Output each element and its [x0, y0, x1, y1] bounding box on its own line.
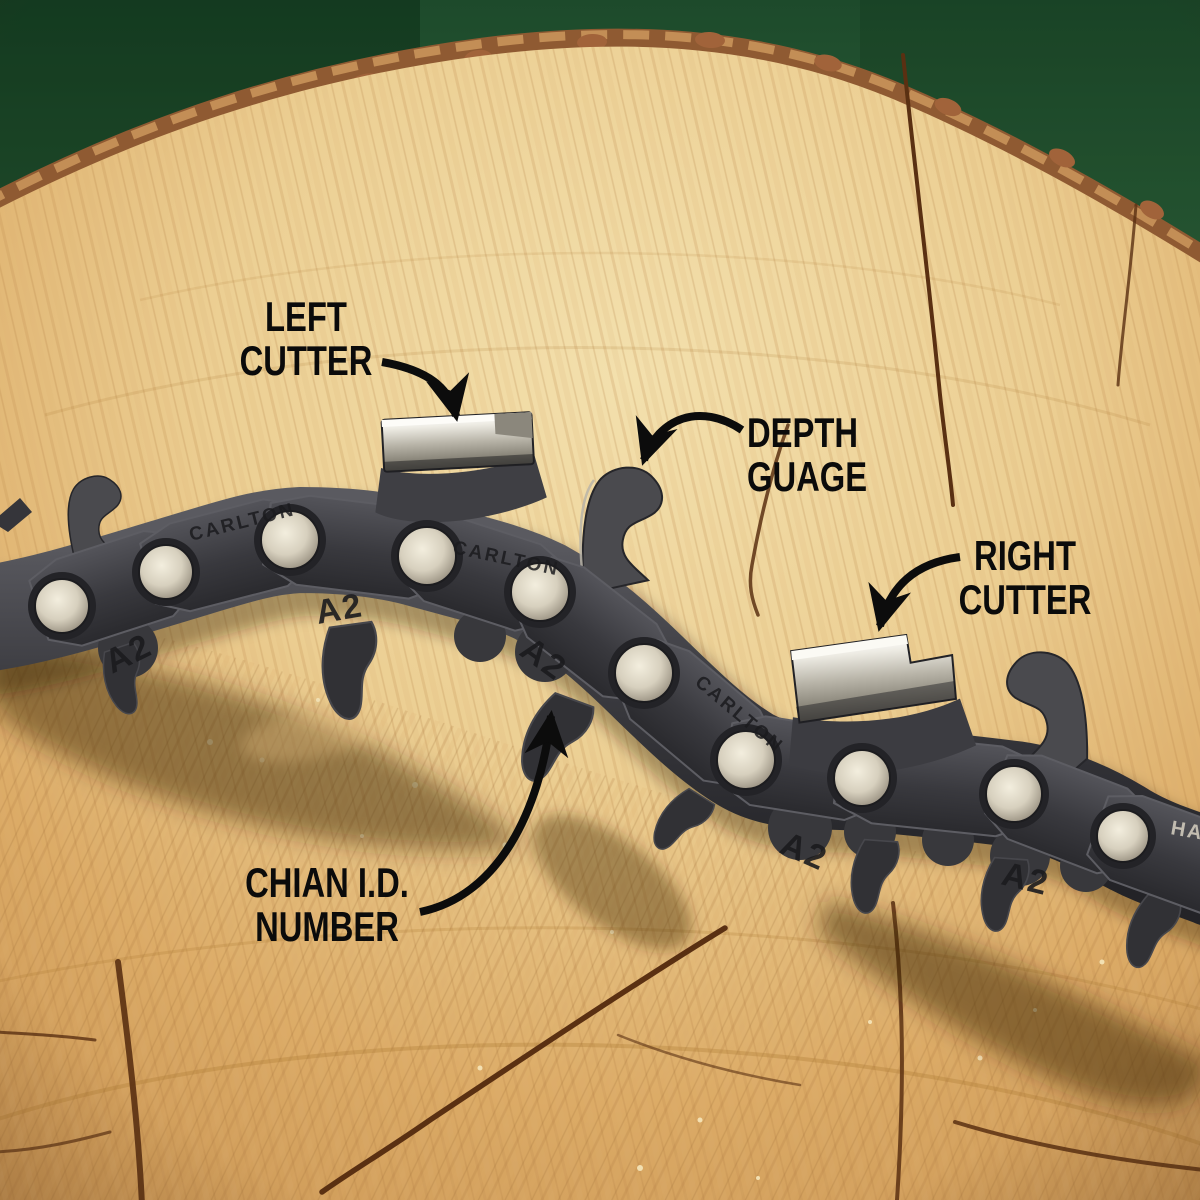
- depth-gauge-label-line2: GUAGE: [747, 453, 868, 501]
- depth-gauge-label: DEPTH GUAGE: [747, 409, 868, 501]
- depth-gauge-label-line1: DEPTH: [747, 409, 859, 456]
- chain-id-label: CHIAN I.D. NUMBER: [233, 859, 420, 951]
- chain-id-label-line1: CHIAN I.D.: [245, 859, 409, 906]
- right-cutter-label-line1: RIGHT: [974, 532, 1076, 579]
- right-cutter-arrow: [868, 553, 961, 632]
- right-cutter-label: RIGHT CUTTER: [931, 532, 1118, 624]
- left-cutter-label-line1: LEFT: [265, 293, 347, 340]
- left-cutter-label-line2: CUTTER: [239, 337, 373, 385]
- chain-id-arrow: [419, 710, 569, 916]
- annotation-arrows: [381, 358, 961, 916]
- left-cutter-arrow: [381, 358, 470, 422]
- depth-gauge-arrow: [635, 412, 745, 466]
- chain-id-label-line2: NUMBER: [255, 903, 399, 951]
- left-cutter-label: LEFT CUTTER: [212, 293, 399, 385]
- right-cutter-label-line2: CUTTER: [958, 576, 1092, 624]
